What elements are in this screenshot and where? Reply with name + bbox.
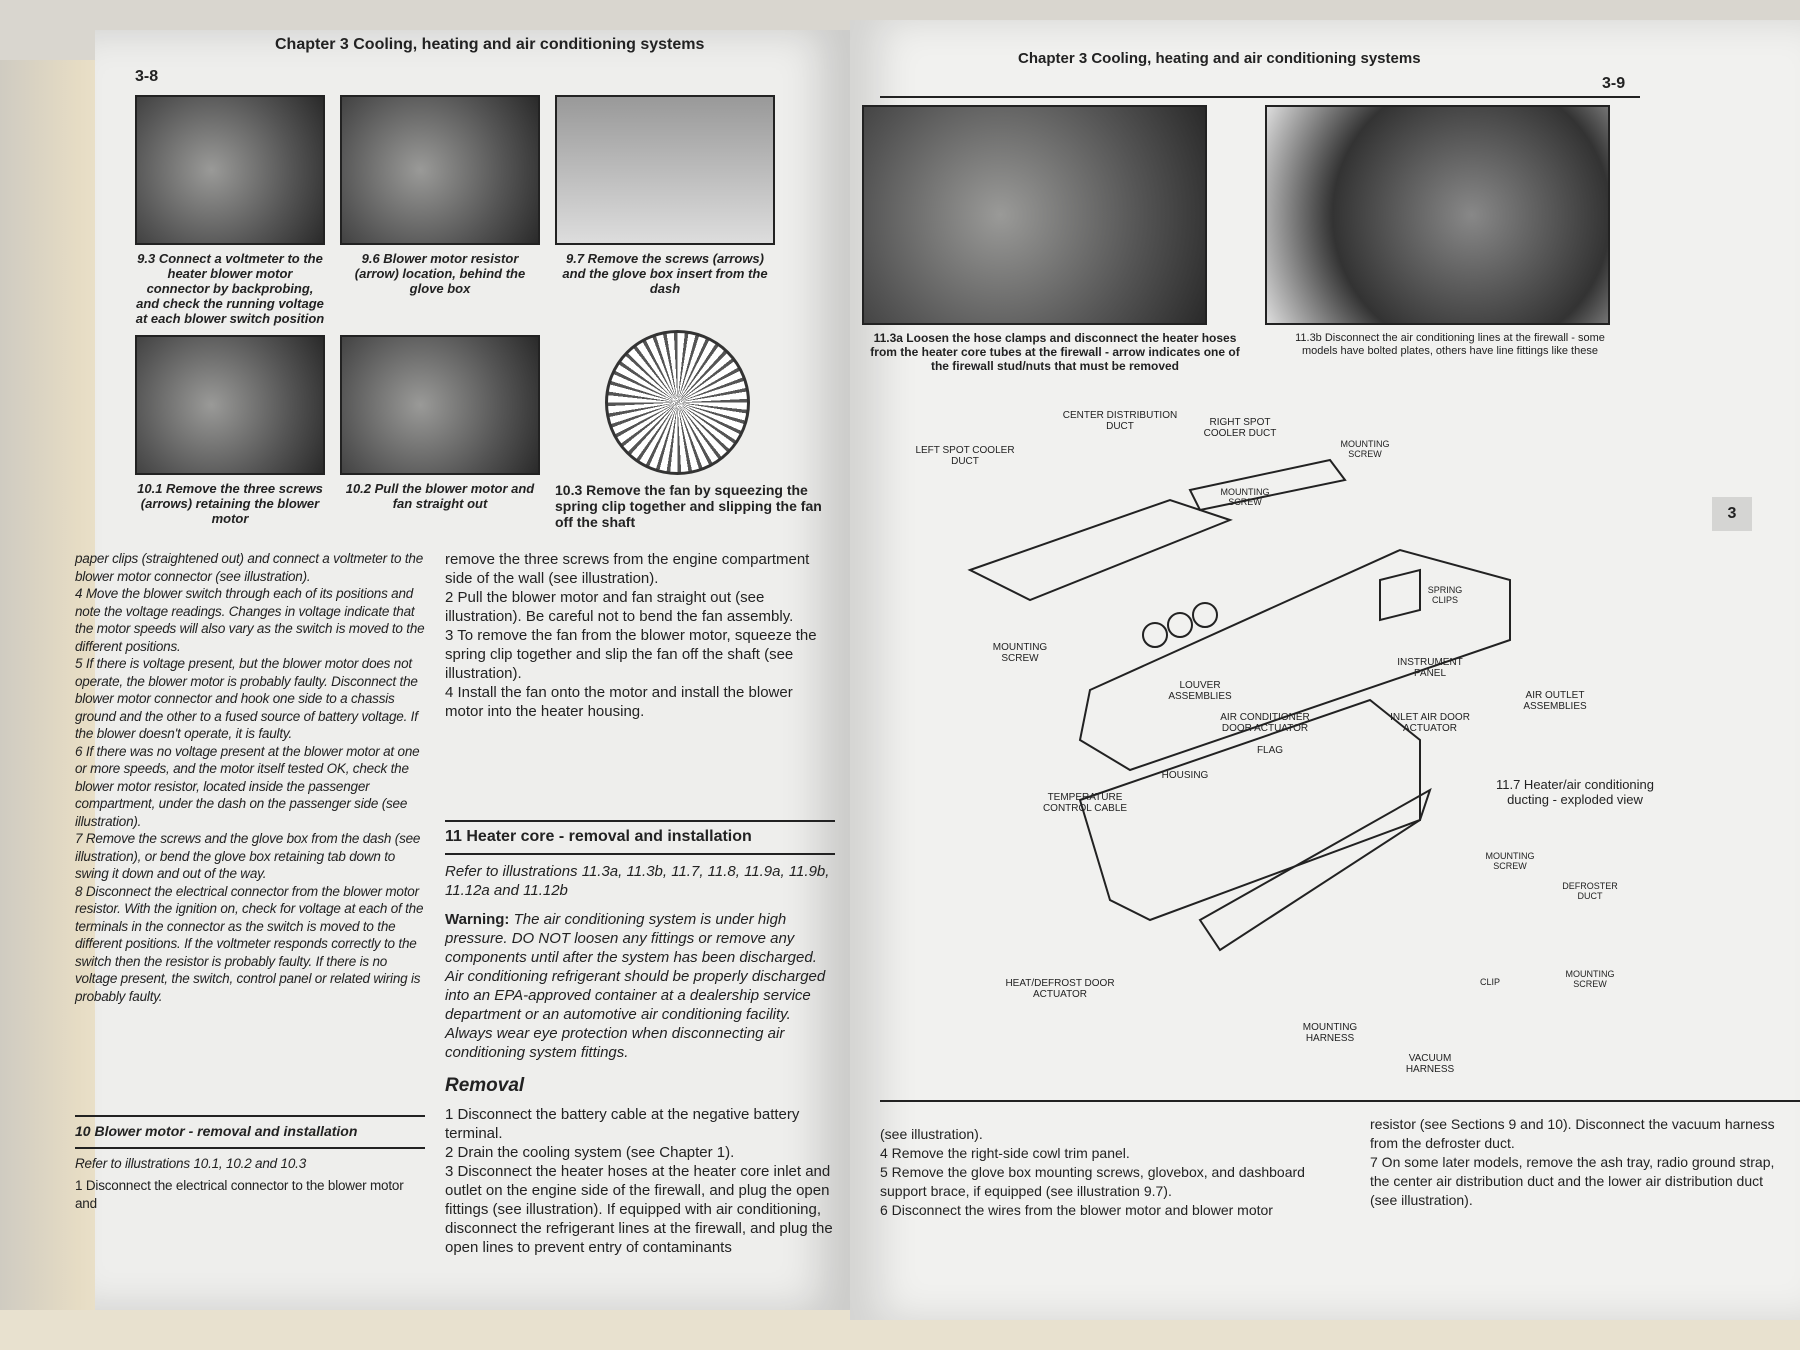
photo-9-6: [340, 95, 540, 245]
removal-steps: 1 Disconnect the battery cable at the ne…: [445, 1105, 835, 1257]
paragraph: 8 Disconnect the electrical connector fr…: [75, 883, 424, 1004]
text-column-1: paper clips (straightened out) and conne…: [75, 550, 425, 1005]
paragraph: 6 Disconnect the wires from the blower m…: [880, 1202, 1273, 1218]
text-column-2: remove the three screws from the engine …: [445, 550, 835, 721]
label-heat-defrost: Heat/defrost door actuator: [1005, 978, 1115, 1000]
photo-9-3: [135, 95, 325, 245]
label-flag: Flag: [1256, 745, 1284, 756]
section-11-title: 11 Heater core - removal and installatio…: [445, 828, 752, 845]
label-instrument-panel: Instrument panel: [1397, 657, 1463, 679]
page-number: 3-8: [135, 68, 159, 85]
caption-10-3: 10.3 Remove the fan by squeezing the spr…: [555, 482, 822, 531]
photo-11-3a: [862, 105, 1207, 325]
paragraph: 5 Remove the glove box mounting screws, …: [880, 1164, 1305, 1199]
paragraph: 7 On some later models, remove the ash t…: [1370, 1154, 1775, 1208]
page-number: 3-9: [1602, 75, 1626, 92]
paragraph: 7 Remove the screws and the glove box fr…: [75, 831, 421, 881]
label-mounting-screw: Mounting screw: [1340, 439, 1390, 459]
label-air-outlet: Air outlet assemblies: [1523, 690, 1587, 712]
label-mounting-screw: Mounting screw: [1220, 487, 1270, 507]
photo-10-2: [340, 335, 540, 475]
caption-11-7: 11.7 Heater/air conditioning ducting - e…: [1495, 777, 1655, 807]
warning-text: The air conditioning system is under hig…: [445, 911, 826, 1061]
label-mounting-harness: Mounting harness: [1302, 1022, 1358, 1044]
blower-fan-illustration: [605, 330, 750, 475]
paragraph: (see illustration).: [880, 1126, 983, 1142]
paragraph: 2 Pull the blower motor and fan straight…: [445, 589, 794, 625]
caption-9-6: 9.6 Blower motor resistor (arrow) locati…: [354, 251, 526, 296]
label-vacuum-harness: Vacuum harness: [1405, 1053, 1455, 1075]
label-mounting-screw: Mounting screw: [1485, 851, 1535, 871]
divider: [445, 853, 835, 855]
label-louver: Louver assemblies: [1168, 680, 1232, 702]
page-header: Chapter 3 Cooling, heating and air condi…: [275, 36, 705, 53]
text-column-2: resistor (see Sections 9 and 10). Discon…: [1370, 1115, 1790, 1210]
photo-10-1: [135, 335, 325, 475]
label-ac-actuator: Air conditioner door actuator: [1220, 712, 1310, 734]
text-column-1: (see illustration). 4 Remove the right-s…: [880, 1125, 1350, 1220]
caption-11-3a: 11.3a Loosen the hose clamps and disconn…: [870, 331, 1240, 373]
chapter-tab: 3: [1712, 497, 1752, 531]
paragraph: 4 Remove the right-side cowl trim panel.: [880, 1145, 1130, 1161]
page-header: Chapter 3 Cooling, heating and air condi…: [1018, 50, 1421, 67]
warning: Warning: The air conditioning system is …: [445, 910, 835, 1062]
paragraph: resistor (see Sections 9 and 10). Discon…: [1370, 1116, 1775, 1151]
photo-9-7: [555, 95, 775, 245]
label-inlet-actuator: Inlet air door actuator: [1390, 712, 1470, 734]
paragraph: 4 Move the blower switch through each of…: [75, 586, 425, 654]
paragraph: 3 Disconnect the heater hoses at the hea…: [445, 1163, 833, 1256]
paragraph: remove the three screws from the engine …: [445, 551, 810, 587]
caption-9-7: 9.7 Remove the screws (arrows) and the g…: [562, 251, 768, 296]
paragraph: paper clips (straightened out) and conne…: [75, 551, 424, 584]
label-left-spot: Left spot cooler duct: [915, 445, 1015, 467]
divider: [880, 1100, 1800, 1102]
caption-11-3b: 11.3b Disconnect the air conditioning li…: [1295, 332, 1605, 357]
label-mounting-screw: Mounting screw: [1565, 969, 1615, 989]
photo-11-3b: [1265, 105, 1610, 325]
label-temp-cable: Temperature control cable: [1042, 792, 1128, 814]
removal-heading: Removal: [445, 1075, 525, 1096]
header-rule: [880, 96, 1640, 98]
label-defroster: Defroster duct: [1562, 881, 1618, 901]
label-center-duct: Center distribution duct: [1062, 410, 1178, 432]
divider: [445, 820, 835, 822]
divider: [75, 1147, 425, 1149]
ducting-exploded-diagram: [967, 458, 1511, 952]
label-right-spot: Right spot cooler duct: [1203, 417, 1277, 439]
paragraph: 3 To remove the fan from the blower moto…: [445, 627, 817, 682]
caption-9-3: 9.3 Connect a voltmeter to the heater bl…: [135, 251, 325, 326]
paragraph: 5 If there is voltage present, but the b…: [75, 656, 418, 741]
section-11-refer: Refer to illustrations 11.3a, 11.3b, 11.…: [445, 863, 830, 899]
label-mounting-screw: Mounting screw: [992, 642, 1048, 664]
paragraph: 1 Disconnect the battery cable at the ne…: [445, 1106, 800, 1142]
right-page: Chapter 3 Cooling, heating and air condi…: [850, 20, 1800, 1320]
label-clip: Clip: [1479, 977, 1500, 987]
paragraph: 6 If there was no voltage present at the…: [75, 743, 420, 829]
warning-label: Warning:: [445, 911, 510, 928]
left-page: Chapter 3 Cooling, heating and air condi…: [75, 30, 850, 1310]
section-10-refer: Refer to illustrations 10.1, 10.2 and 10…: [75, 1156, 307, 1171]
caption-10-2: 10.2 Pull the blower motor and fan strai…: [345, 481, 535, 511]
paragraph: 4 Install the fan onto the motor and ins…: [445, 684, 793, 720]
section-10-title: 10 Blower motor - removal and installati…: [75, 1123, 358, 1139]
section-10-step-1: 1 Disconnect the electrical connector to…: [75, 1178, 404, 1211]
label-spring-clips: Spring clips: [1427, 585, 1463, 605]
caption-10-1: 10.1 Remove the three screws (arrows) re…: [137, 481, 323, 526]
label-housing: Housing: [1161, 770, 1209, 781]
divider: [75, 1115, 425, 1117]
paragraph: 2 Drain the cooling system (see Chapter …: [445, 1144, 735, 1161]
